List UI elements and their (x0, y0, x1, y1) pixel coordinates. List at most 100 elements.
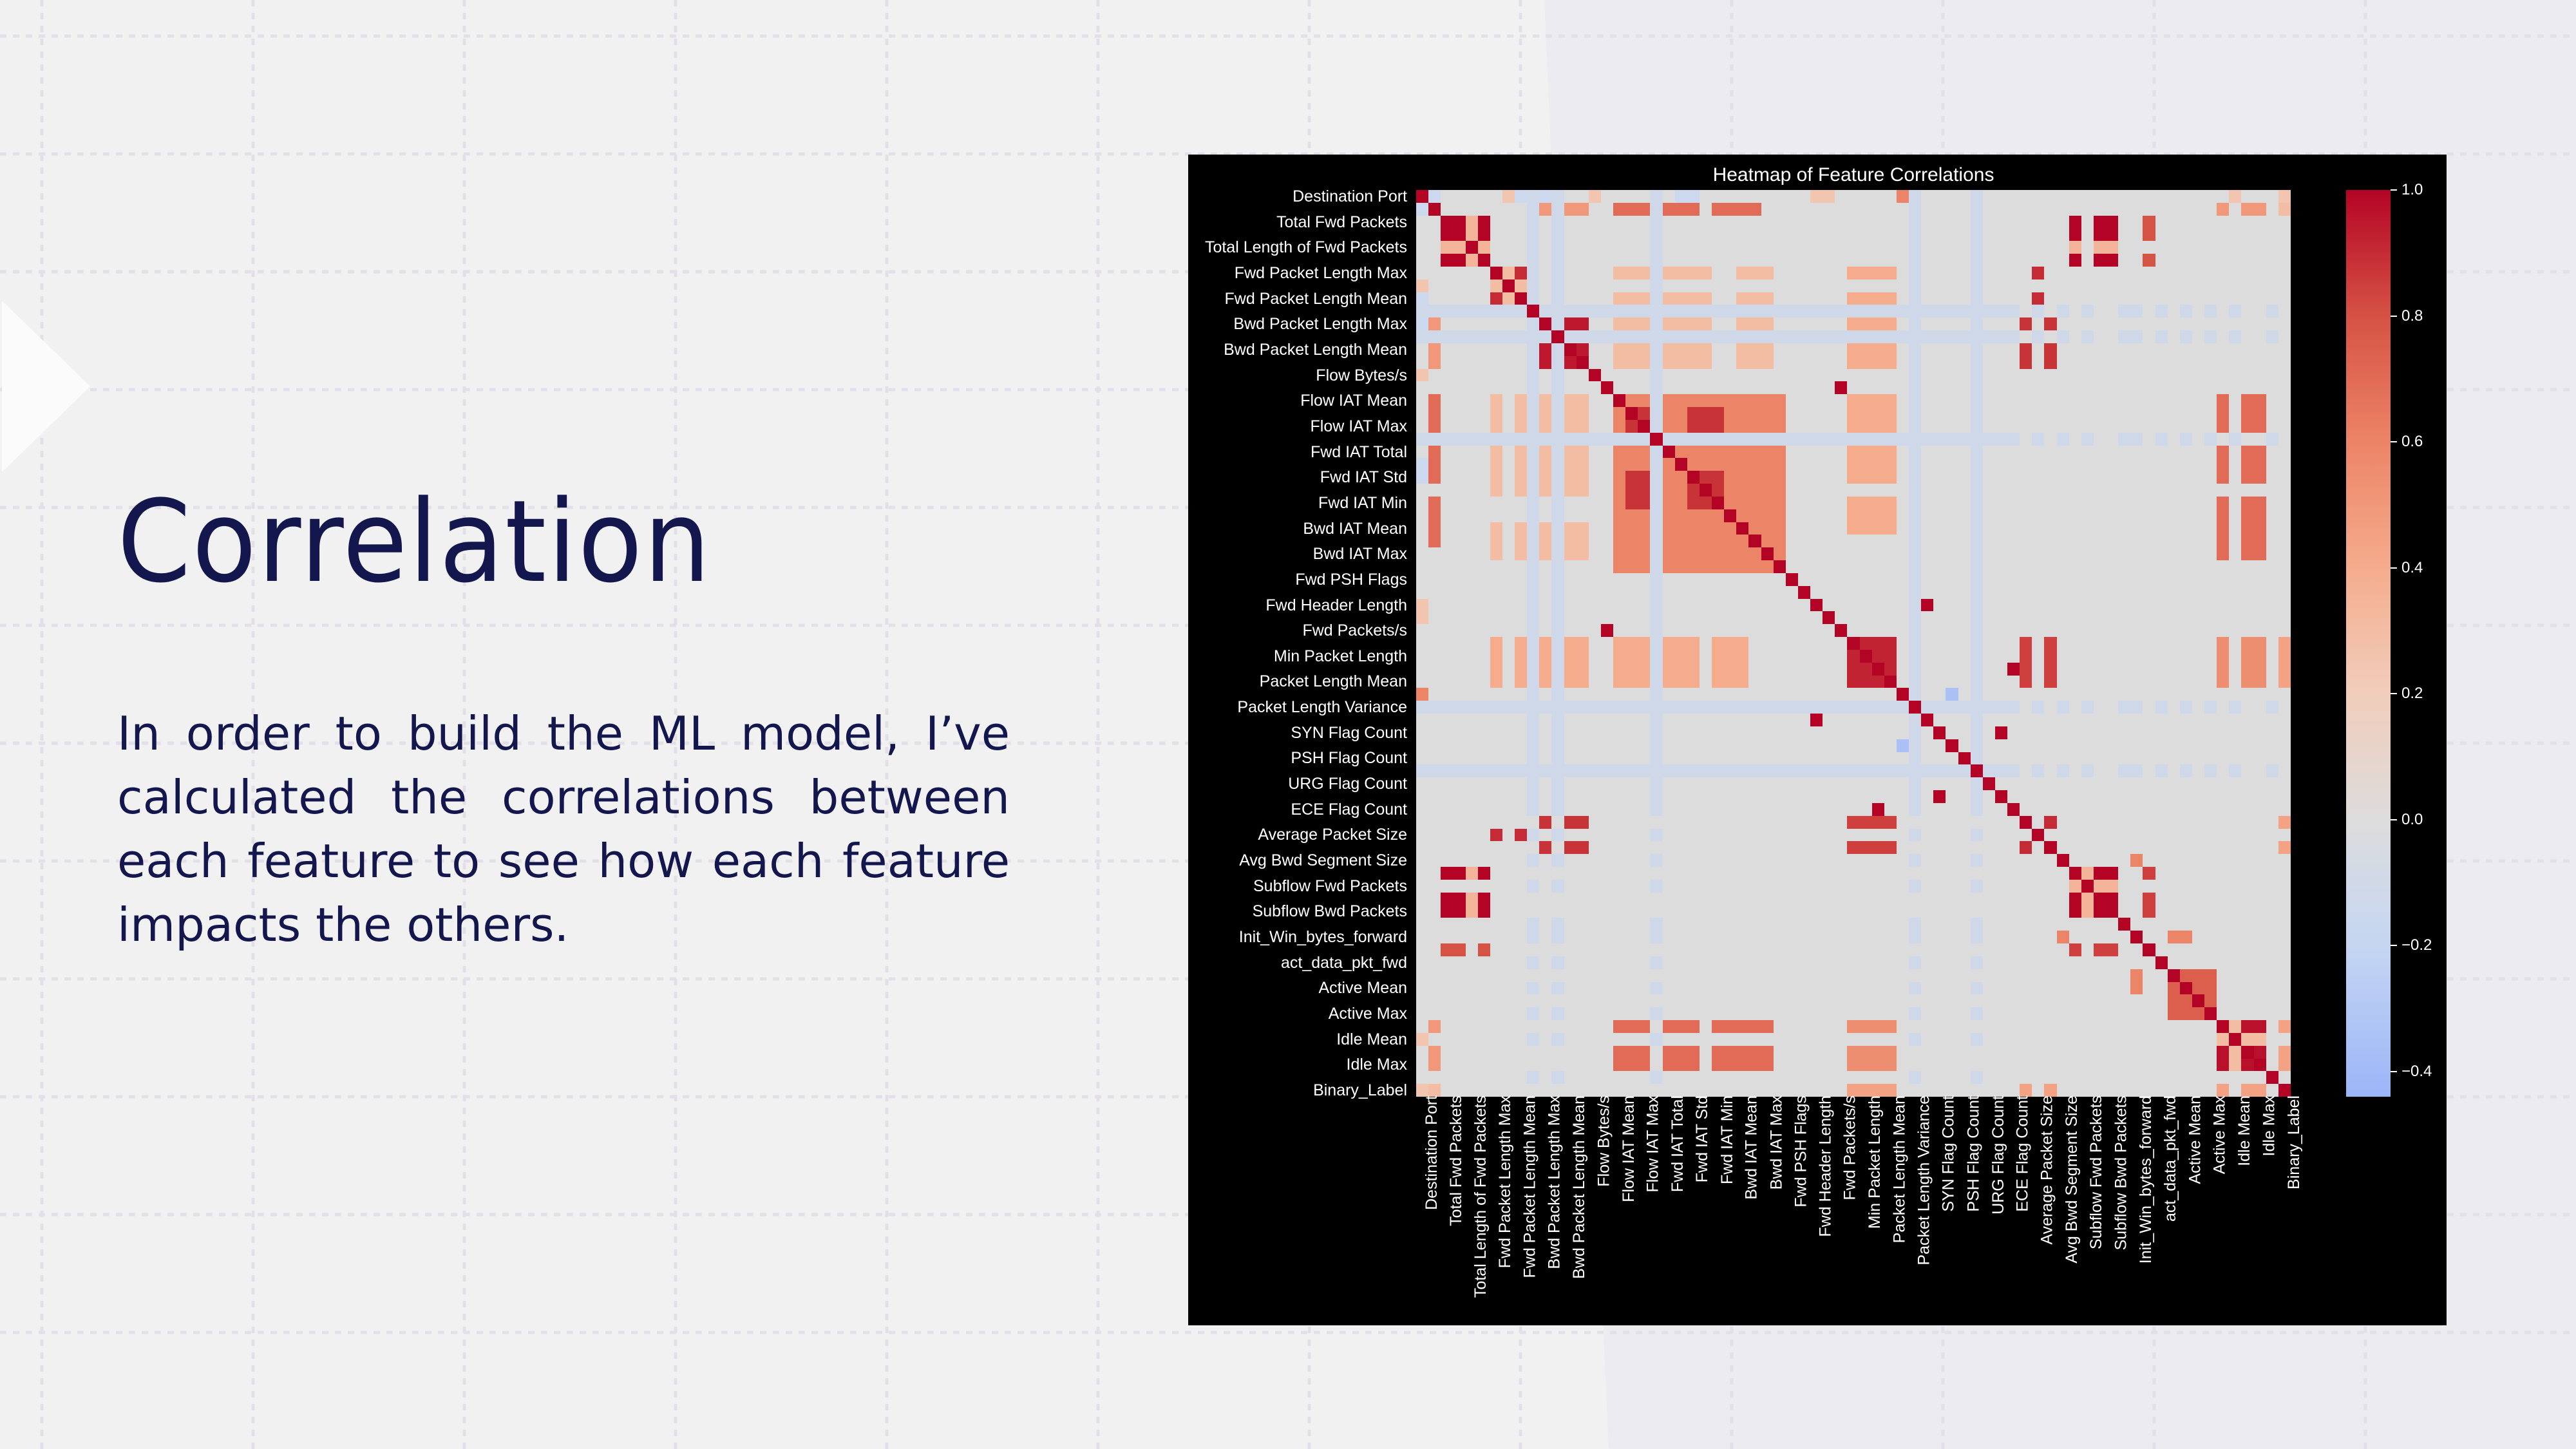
heatmap-cell (2081, 1007, 2094, 1020)
heatmap-cell (2081, 445, 2094, 459)
heatmap-cell (1662, 802, 1675, 816)
heatmap-cell (2167, 918, 2180, 931)
heatmap-cell (2044, 1007, 2057, 1020)
heatmap-cell (1625, 394, 1638, 408)
heatmap-cell (1761, 752, 1774, 765)
heatmap-cell (1736, 611, 1749, 625)
heatmap-cell (2266, 1020, 2278, 1033)
heatmap-cell (1539, 828, 1552, 842)
heatmap-cell (1835, 190, 1848, 203)
heatmap-cell (1699, 254, 1712, 267)
heatmap-cell (1625, 202, 1638, 216)
heatmap-cell (2229, 202, 2242, 216)
heatmap-cell (2241, 969, 2254, 982)
heatmap-cell (1699, 368, 1712, 382)
heatmap-cell (1761, 739, 1774, 752)
heatmap-cell (2020, 190, 2032, 203)
heatmap-cell (1736, 317, 1749, 331)
heatmap-cell (2069, 675, 2081, 688)
heatmap-cell (1736, 726, 1749, 739)
heatmap-cell (2278, 458, 2291, 471)
heatmap-cell (2229, 854, 2242, 867)
heatmap-cell (1576, 790, 1589, 803)
heatmap-cell (1551, 688, 1564, 701)
heatmap-cell (1958, 496, 1971, 509)
heatmap-cell (1600, 662, 1614, 676)
heatmap-cell (2106, 190, 2119, 203)
heatmap-cell (2155, 675, 2168, 688)
heatmap-cell (2020, 458, 2032, 471)
heatmap-cell (1712, 943, 1725, 956)
heatmap-cell (1638, 802, 1651, 816)
heatmap-cell (1797, 547, 1811, 561)
heatmap-cell (2266, 714, 2278, 726)
heatmap-cell (1871, 560, 1884, 573)
heatmap-cell (2143, 1020, 2155, 1033)
heatmap-cell (2192, 585, 2205, 599)
heatmap-cell (1909, 484, 1922, 497)
heatmap-cell (1909, 458, 1922, 471)
heatmap-cell (1662, 343, 1675, 356)
heatmap-cell (2069, 547, 2081, 561)
heatmap-cell (1416, 458, 1429, 471)
heatmap-cell (2081, 688, 2094, 701)
heatmap-cell (1761, 522, 1774, 535)
heatmap-cell (1810, 675, 1823, 688)
heatmap-cell (2192, 637, 2205, 650)
heatmap-cell (2007, 802, 2020, 816)
heatmap-cell (1724, 484, 1737, 497)
heatmap-cell (1539, 279, 1552, 292)
heatmap-cell (1588, 241, 1601, 254)
heatmap-cell (1785, 458, 1798, 471)
heatmap-cell (1909, 624, 1922, 638)
heatmap-cell (2056, 931, 2069, 944)
heatmap-cell (1613, 394, 1626, 408)
heatmap-cell (1687, 828, 1700, 842)
heatmap-cell (1797, 241, 1811, 254)
heatmap-cell (1502, 215, 1515, 229)
heatmap-cell (1847, 790, 1860, 803)
heatmap-cell (1441, 688, 1454, 701)
heatmap-cell (1502, 254, 1515, 267)
heatmap-cell (1551, 624, 1564, 638)
heatmap-cell (1613, 981, 1626, 995)
heatmap-cell (2253, 892, 2266, 905)
heatmap-cell (1958, 215, 1971, 229)
heatmap-cell (2155, 305, 2168, 318)
heatmap-cell (1428, 547, 1441, 561)
heatmap-cell (2032, 841, 2045, 855)
heatmap-cell (2167, 905, 2180, 918)
heatmap-cell (2007, 241, 2020, 254)
heatmap-cell (2266, 266, 2278, 279)
heatmap-cell (2204, 624, 2217, 638)
heatmap-cell (1823, 394, 1835, 408)
heatmap-cell (1564, 931, 1577, 944)
heatmap-cell (1797, 394, 1811, 408)
heatmap-cell (2056, 202, 2069, 216)
heatmap-cell (1724, 202, 1737, 216)
heatmap-cell (1810, 241, 1823, 254)
heatmap-cell (1638, 496, 1651, 509)
heatmap-cell (1527, 1045, 1540, 1059)
heatmap-cell (1712, 407, 1725, 420)
heatmap-cell (1748, 330, 1761, 343)
heatmap-cell (1921, 726, 1934, 739)
heatmap-cell (2093, 509, 2107, 522)
heatmap-cell (1724, 432, 1737, 446)
heatmap-cell (1527, 611, 1540, 625)
heatmap-cell (1859, 1007, 1872, 1020)
heatmap-cell (2081, 585, 2094, 599)
heatmap-cell (1588, 355, 1601, 369)
heatmap-cell (1835, 1071, 1848, 1084)
heatmap-cell (1823, 637, 1835, 650)
heatmap-cell (1453, 292, 1466, 305)
heatmap-cell (1896, 624, 1909, 638)
heatmap-cell (1576, 368, 1589, 382)
heatmap-cell (2155, 637, 2168, 650)
heatmap-cell (2179, 305, 2192, 318)
heatmap-cell (1871, 305, 1884, 318)
heatmap-cell (1465, 624, 1478, 638)
heatmap-cell (1515, 241, 1528, 254)
heatmap-cell (1502, 867, 1515, 880)
